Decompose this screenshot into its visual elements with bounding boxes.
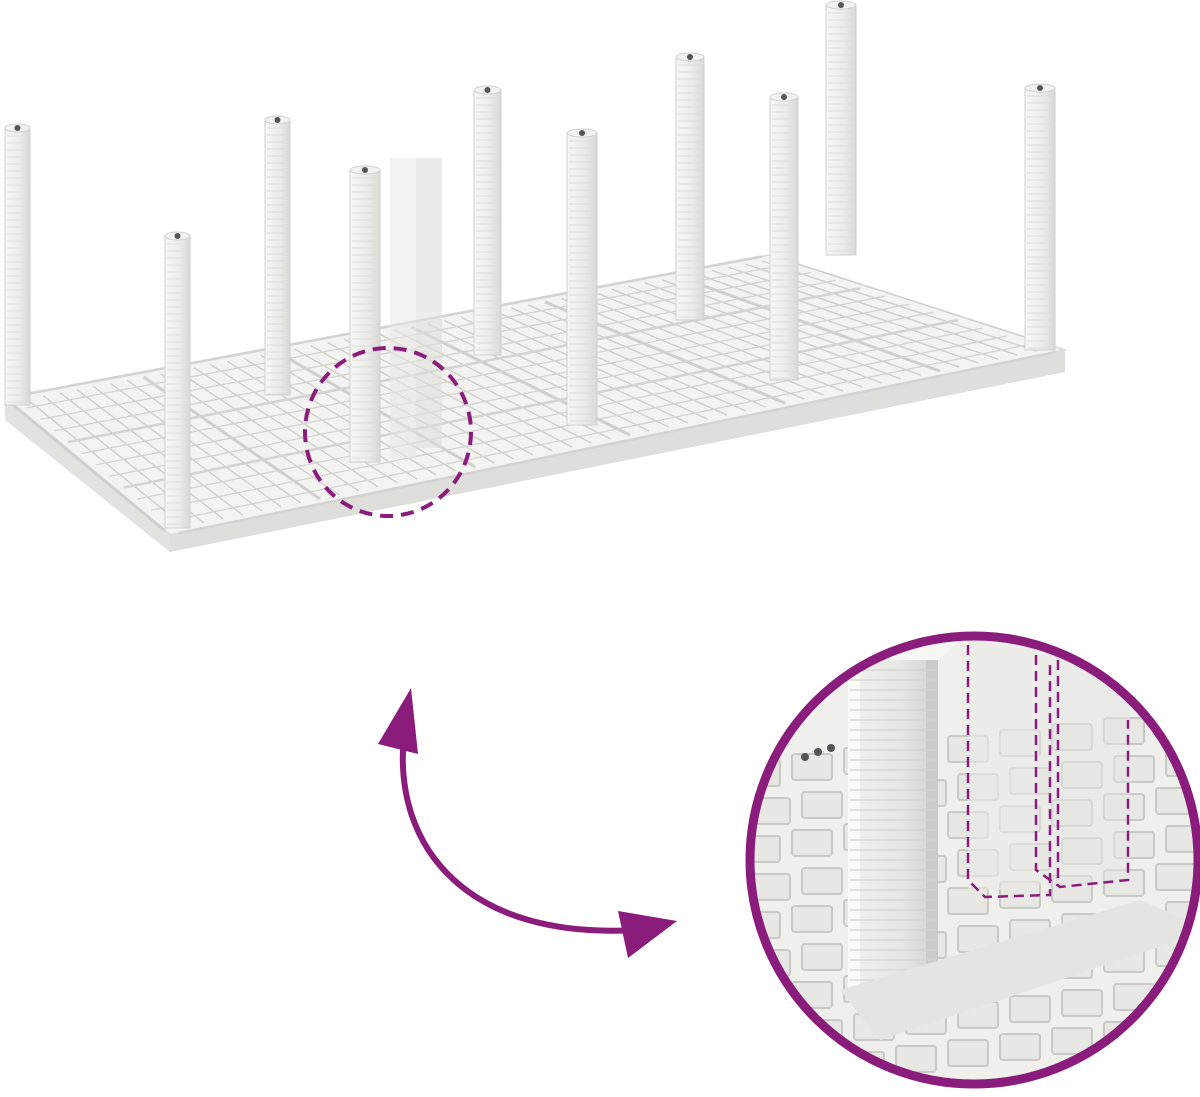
post-5	[473, 85, 502, 356]
zoom-post	[848, 660, 938, 990]
post-10	[1024, 83, 1056, 351]
post-4	[349, 165, 381, 463]
zoom-indicator-circle	[303, 346, 473, 518]
tray-base	[3, 254, 1068, 552]
zoom-frame-circle	[745, 631, 1200, 1089]
post-3	[264, 115, 291, 396]
post-1	[4, 123, 31, 406]
zoom-slot-outline	[966, 645, 1130, 899]
post-9	[825, 0, 857, 256]
rotation-arrow-icon	[378, 688, 677, 958]
tray-front-edge	[5, 398, 170, 552]
magnified-detail	[745, 631, 1200, 1089]
post-2	[164, 231, 191, 529]
tray-posts	[4, 0, 1056, 529]
tray-right-edge	[170, 350, 1065, 552]
post-8	[769, 92, 799, 381]
post-7	[675, 52, 705, 321]
post-6	[566, 128, 598, 426]
ghost-post	[390, 158, 442, 458]
